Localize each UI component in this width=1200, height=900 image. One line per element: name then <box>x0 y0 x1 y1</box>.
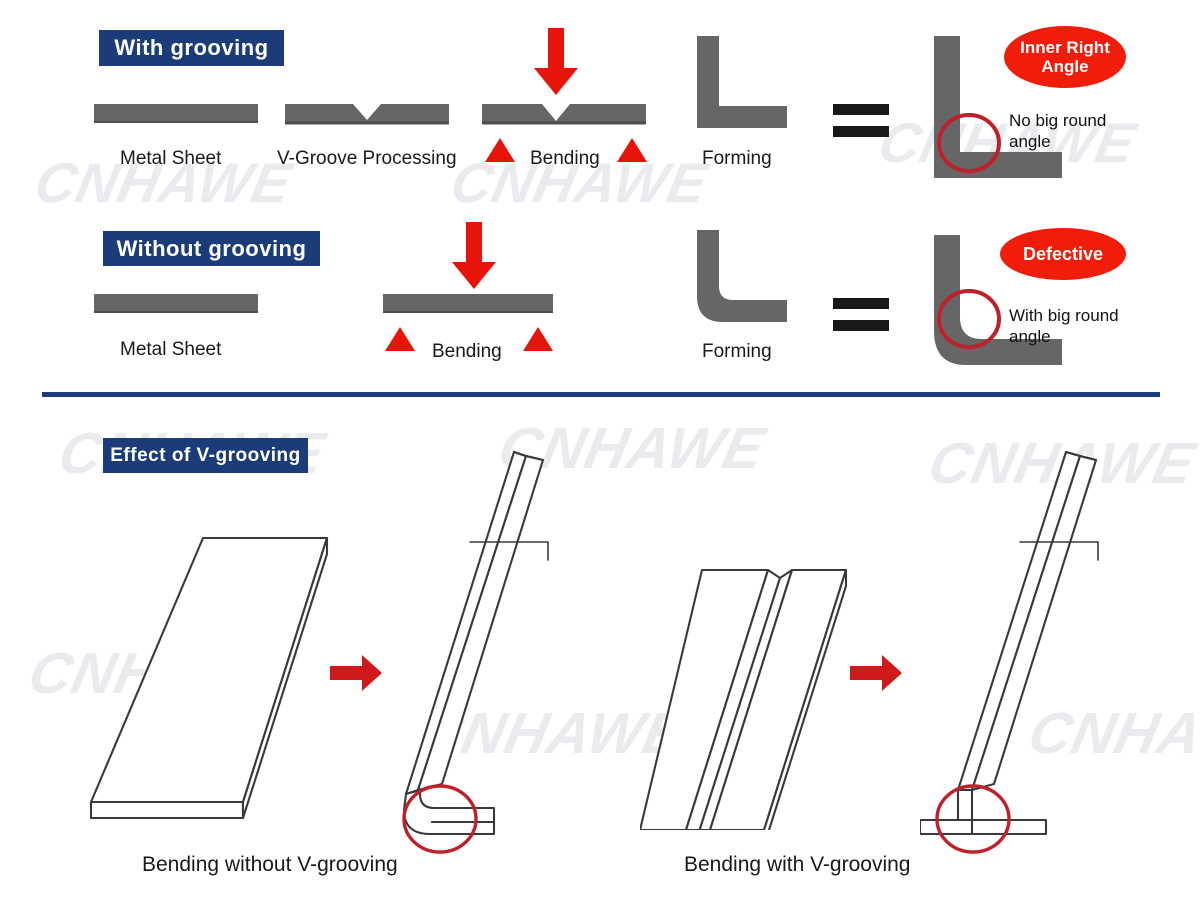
process-arrow-right-left-group <box>330 655 382 691</box>
metal-sheet-bending-row2 <box>383 294 553 313</box>
press-arrow-down-row2 <box>451 222 497 290</box>
caption-bending-with-v-grooving: Bending with V-grooving <box>684 853 911 876</box>
equals-sign-row1 <box>833 104 889 138</box>
badge-inner-right-angle-line2: Angle <box>1041 57 1089 76</box>
highlight-circle-sharp-corner-row1 <box>936 112 1002 174</box>
support-triangle-right-row2 <box>523 327 553 351</box>
highlight-circle-sharp-corner-iso <box>933 782 1013 856</box>
step-label-forming-row2: Forming <box>702 341 772 362</box>
formed-L-rounded-row2 <box>697 230 787 322</box>
step-label-bending-row1: Bending <box>530 148 600 169</box>
badge-effect-of-v-grooving: Effect of V-grooving <box>103 438 308 473</box>
note-with-big-round-angle: With big round angle <box>1009 306 1119 347</box>
badge-inner-right-angle: Inner Right Angle <box>1004 26 1126 88</box>
metal-sheet-bar-row2 <box>94 294 258 313</box>
step-label-forming-row1: Forming <box>702 148 772 169</box>
caption-bending-without-v-grooving: Bending without V-grooving <box>142 853 398 876</box>
support-triangle-left-row1 <box>485 138 515 162</box>
result-L-rounded-row2 <box>934 235 1062 365</box>
equals-sign-row2 <box>833 298 889 332</box>
step-label-v-groove-processing: V-Groove Processing <box>277 148 457 169</box>
badge-defective: Defective <box>1000 228 1126 280</box>
metal-sheet-bar-row1 <box>94 104 258 123</box>
formed-L-sharp-row1 <box>697 36 787 128</box>
note-no-big-round-angle: No big round angle <box>1009 111 1107 152</box>
v-groove-sheet-row1 <box>285 104 449 126</box>
highlight-circle-round-corner-row2 <box>936 288 1002 350</box>
badge-inner-right-angle-line1: Inner Right <box>1020 37 1110 57</box>
step-label-metal-sheet-row2: Metal Sheet <box>120 339 222 360</box>
iso-plate-flat-no-groove <box>85 530 365 830</box>
step-label-metal-sheet-row1: Metal Sheet <box>120 148 222 169</box>
highlight-circle-round-corner-iso <box>400 782 480 856</box>
support-triangle-right-row1 <box>617 138 647 162</box>
v-groove-sheet-bending-row1 <box>482 104 646 126</box>
press-arrow-down-row1 <box>533 28 579 96</box>
iso-bent-part-sharp-corner <box>918 444 1155 844</box>
badge-with-grooving: With grooving <box>99 30 284 66</box>
support-triangle-left-row2 <box>385 327 415 351</box>
process-arrow-right-right-group <box>850 655 902 691</box>
step-label-bending-row2: Bending <box>432 341 502 362</box>
section-divider <box>42 392 1160 397</box>
badge-without-grooving: Without grooving <box>103 231 320 266</box>
